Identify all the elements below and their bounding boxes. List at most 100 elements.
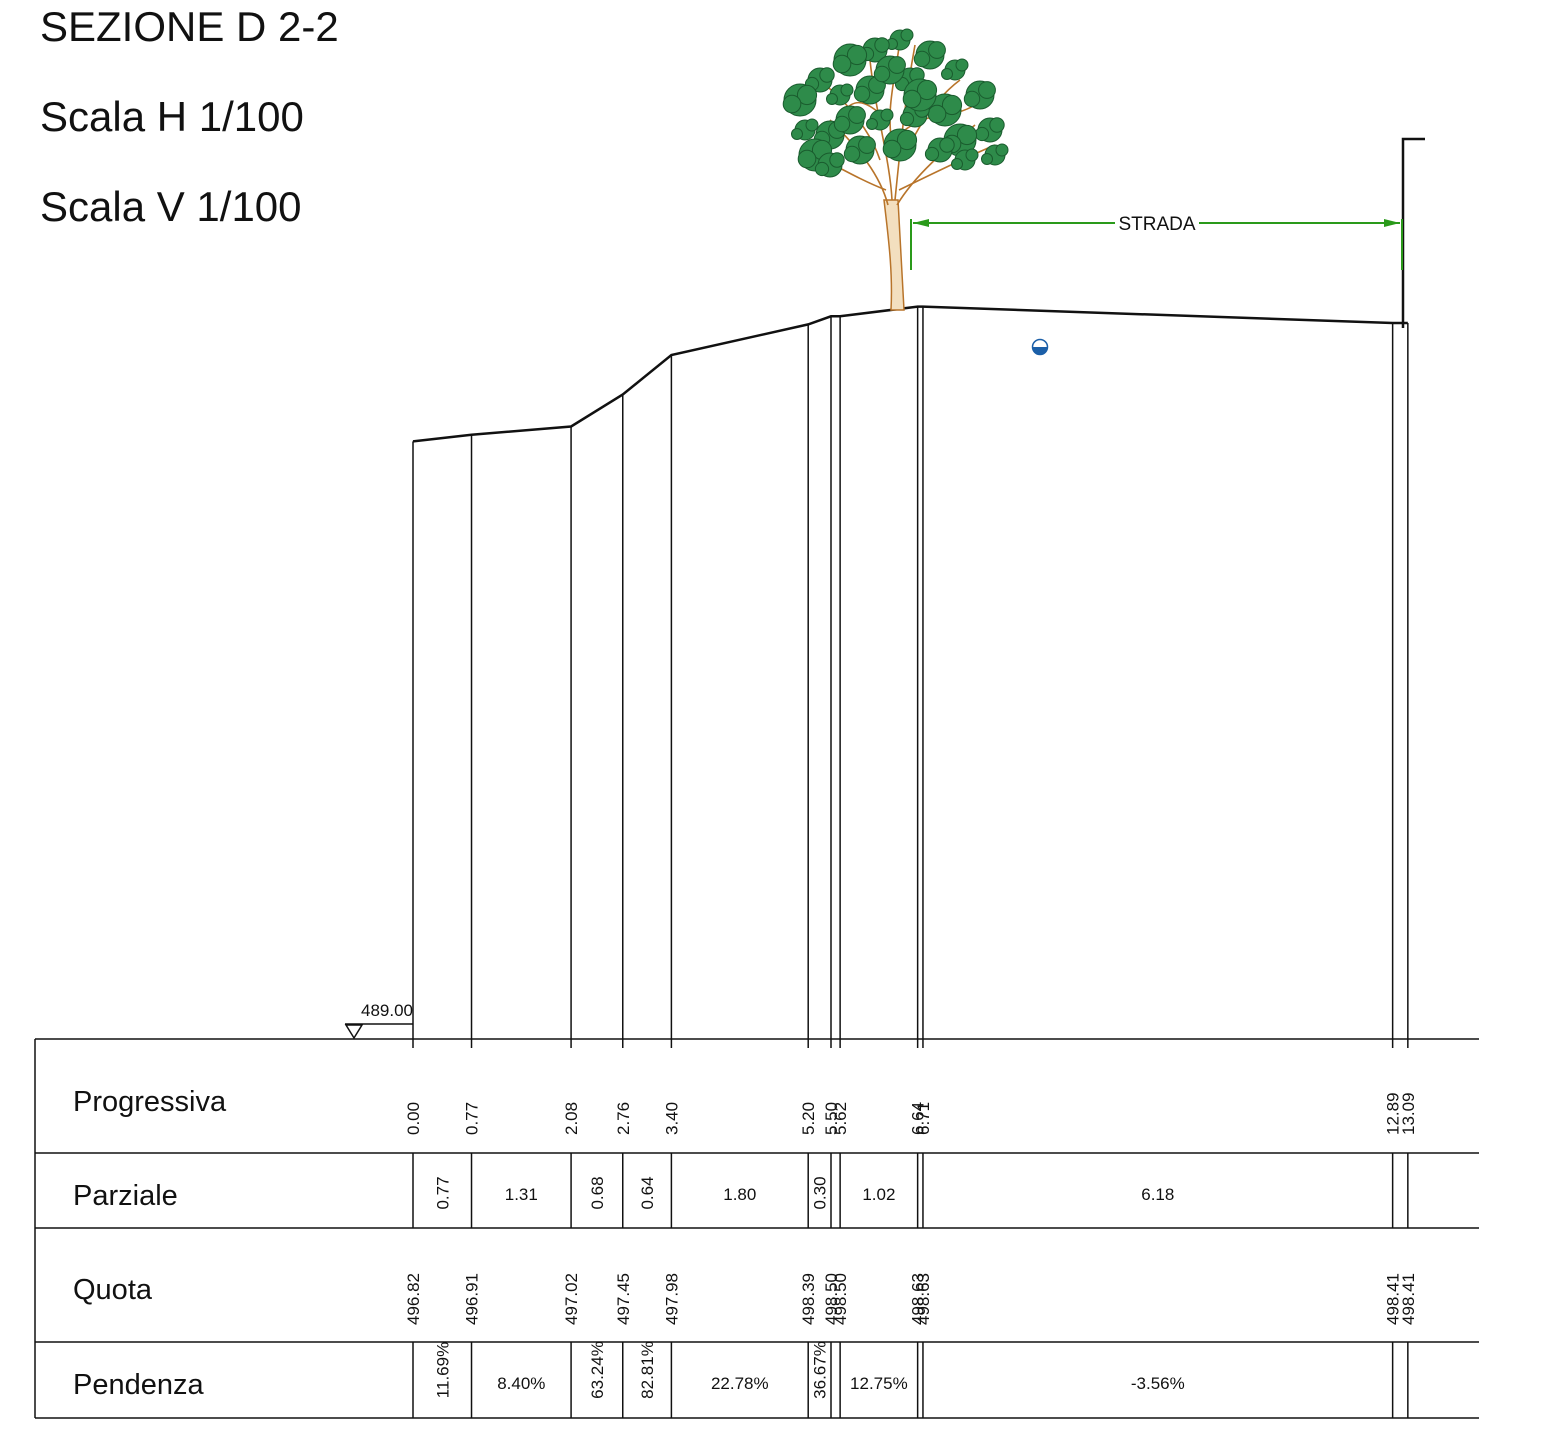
parziale-value: 1.80	[723, 1185, 756, 1204]
foliage-cluster	[888, 56, 906, 74]
pendenza-value: 63.24%	[588, 1341, 607, 1399]
foliage-cluster	[928, 41, 946, 59]
quota-value: 498.39	[799, 1273, 818, 1325]
row-label-quota: Quota	[73, 1274, 153, 1306]
parziale-value: 0.77	[433, 1176, 452, 1209]
foliage-cluster	[846, 44, 868, 66]
ground-profile-line	[412, 305, 1408, 443]
foliage-cluster	[951, 158, 963, 170]
foliage-cluster	[981, 153, 993, 165]
pendenza-value: 36.67%	[811, 1341, 830, 1399]
foliage-cluster	[791, 128, 803, 140]
foliage-cluster	[826, 93, 838, 105]
table-values: 0.00 496.82 0.77 496.91 2.08 497.02 2.76 497.45…	[404, 1092, 1418, 1398]
foliage-cluster	[832, 54, 852, 74]
foliage-cluster	[805, 118, 819, 132]
quota-value: 497.45	[614, 1273, 633, 1325]
foliage-cluster	[927, 104, 947, 124]
progressiva-value: 13.09	[1399, 1092, 1418, 1135]
foliage-cluster	[880, 108, 894, 122]
foliage-cluster	[819, 67, 835, 83]
quota-value: 496.82	[404, 1273, 423, 1325]
pendenza-value: 11.69%	[433, 1342, 452, 1398]
foliage-cluster	[939, 137, 955, 153]
parziale-value: 0.64	[638, 1176, 657, 1209]
progressiva-value: 5.20	[799, 1102, 818, 1135]
pendenza-value: 8.40%	[497, 1374, 545, 1393]
foliage-cluster	[866, 118, 878, 130]
foliage-cluster	[896, 129, 918, 151]
foliage-cluster	[965, 148, 979, 162]
parziale-value: 6.18	[1141, 1185, 1174, 1204]
pendenza-value: 12.75%	[850, 1374, 908, 1393]
row-label-parziale: Parziale	[73, 1180, 178, 1212]
foliage-cluster	[900, 28, 914, 42]
foliage-cluster	[840, 83, 854, 97]
foliage-cluster	[916, 79, 938, 101]
title-scale-h: Scala H 1/100	[40, 93, 304, 140]
datum-marker: 489.00	[344, 1001, 413, 1040]
foliage-cluster	[796, 84, 818, 106]
foliage-cluster	[848, 106, 866, 124]
foliage-cluster	[995, 143, 1009, 157]
title-section: SEZIONE D 2-2	[40, 3, 339, 50]
foliage-cluster	[858, 136, 876, 154]
foliage-cluster	[814, 161, 830, 177]
table-row-labels: Progressiva Parziale Quota Pendenza	[73, 1086, 227, 1401]
title-scale-v: Scala V 1/100	[40, 183, 302, 230]
foliage-cluster	[956, 124, 978, 146]
progressiva-value: 2.76	[614, 1102, 633, 1135]
quota-value: 497.02	[562, 1273, 581, 1325]
quota-value: 496.91	[463, 1273, 482, 1325]
progressiva-value: 0.00	[404, 1102, 423, 1135]
parziale-value: 1.31	[505, 1185, 538, 1204]
arrow-right-icon	[1384, 219, 1400, 227]
arrow-left-icon	[913, 219, 929, 227]
progressiva-value: 6.64	[909, 1102, 928, 1135]
parziale-value: 0.68	[588, 1176, 607, 1209]
quota-value: 498.63	[914, 1273, 933, 1325]
foliage-cluster	[941, 94, 963, 116]
progressiva-value: 0.77	[463, 1102, 482, 1135]
foliage-cluster	[955, 58, 969, 72]
foliage-cluster	[782, 94, 802, 114]
foliage-cluster	[829, 152, 845, 168]
data-table-grid	[34, 1038, 1479, 1419]
pendenza-value: 82.81%	[638, 1341, 657, 1399]
foliage-cluster	[833, 115, 851, 133]
quota-value: 497.98	[662, 1273, 681, 1325]
pendenza-value: -3.56%	[1131, 1374, 1185, 1393]
tree-icon	[782, 28, 1009, 311]
foliage-cluster	[873, 65, 891, 83]
road-edge-wall	[1401, 137, 1425, 328]
quota-value: 498.41	[1399, 1273, 1418, 1325]
pendenza-value: 22.78%	[711, 1374, 769, 1393]
progressiva-value: 5.50	[822, 1102, 841, 1135]
progressiva-value: 5.62	[831, 1102, 850, 1135]
datum-value: 489.00	[361, 1001, 413, 1020]
quota-value: 498.50	[822, 1273, 841, 1325]
quota-value: 498.63	[909, 1273, 928, 1325]
datum-triangle-icon	[344, 1024, 364, 1040]
foliage-cluster	[978, 81, 996, 99]
foliage-cluster	[899, 111, 915, 127]
row-label-progressiva: Progressiva	[73, 1086, 227, 1118]
foliage-cluster	[797, 149, 817, 169]
road-label: STRADA	[1118, 214, 1195, 235]
progressiva-value: 2.08	[562, 1102, 581, 1135]
foliage-cluster	[924, 146, 940, 162]
quota-value: 498.50	[831, 1273, 850, 1325]
parziale-value: 1.02	[862, 1185, 895, 1204]
foliage-cluster	[941, 68, 953, 80]
foliage-cluster	[974, 126, 990, 142]
quota-value: 498.41	[1384, 1273, 1403, 1325]
foliage-cluster	[989, 117, 1005, 133]
foliage-cluster	[843, 145, 861, 163]
parziale-value: 0.30	[811, 1176, 830, 1209]
foliage-cluster	[902, 89, 922, 109]
row-label-pendenza: Pendenza	[73, 1369, 204, 1401]
foliage-cluster	[882, 139, 902, 159]
foliage-cluster	[963, 90, 981, 108]
road-dimension: STRADA	[910, 214, 1403, 270]
